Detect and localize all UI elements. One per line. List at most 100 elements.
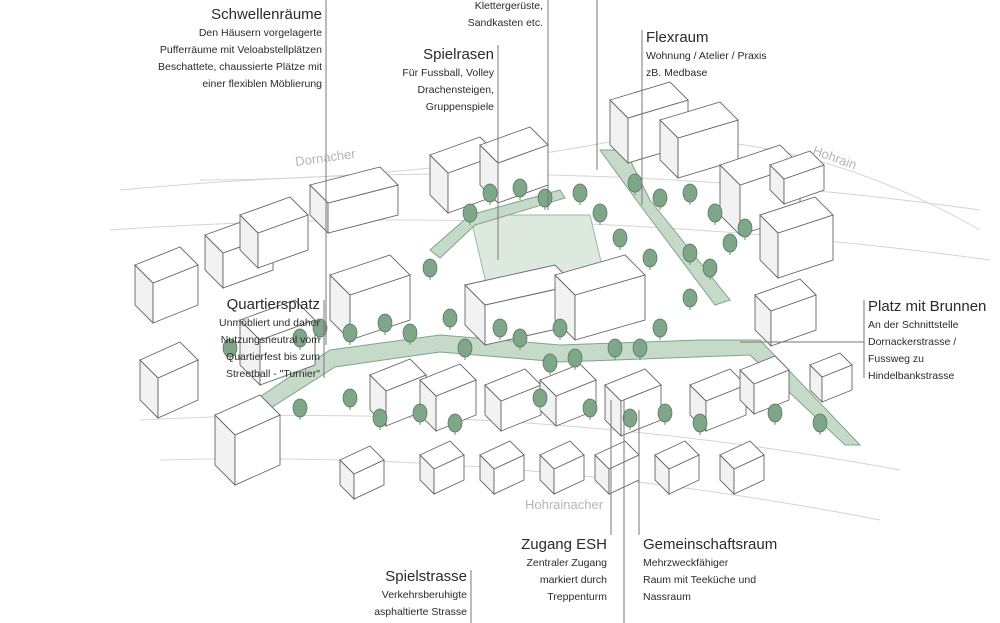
annotation-zugang-esh: Zugang ESH Zentraler Zugang markiert dur… [521, 535, 607, 606]
tree-icon [812, 413, 828, 435]
annotation-title: Platz mit Brunnen [868, 298, 987, 315]
building [134, 246, 199, 325]
building [754, 278, 817, 348]
tree-icon [292, 328, 308, 350]
tree-icon [652, 188, 668, 210]
building [214, 394, 281, 487]
annotation-line: Den Häusern vorgelagerte [198, 27, 322, 39]
annotation-flexraum: Flexraum Wohnung / Atelier / Praxis zB. … [646, 28, 767, 82]
street-label-hohrainacher: Hohrainacher [525, 497, 604, 512]
tree-icon [737, 218, 753, 240]
tree-icon [372, 408, 388, 430]
building [654, 440, 700, 496]
annotation-line: markiert durch [539, 574, 607, 586]
annotation-title: Spielstrasse [385, 568, 467, 585]
building [769, 150, 825, 206]
tree-icon [592, 203, 608, 225]
tree-icon [567, 348, 583, 370]
building [479, 440, 525, 496]
tree-icon [377, 313, 393, 335]
annotation-line: Drachensteigen, [417, 84, 494, 96]
annotation-schwellenraeume: Schwellenräume Den Häusern vorgelagerte … [158, 5, 322, 93]
tree-icon [342, 388, 358, 410]
tree-icon [447, 413, 463, 435]
tree-icon [632, 338, 648, 360]
trees [222, 173, 828, 435]
tree-icon [612, 228, 628, 250]
annotation-line: zB. Medbase [646, 67, 708, 79]
contour-line [199, 139, 621, 181]
annotation-line: Wohnung / Atelier / Praxis [646, 50, 767, 62]
tree-icon [492, 318, 508, 340]
annotation-line: einer flexiblen Möblierung [202, 78, 322, 90]
building [419, 440, 465, 496]
annotation-line: Gruppenspiele [425, 101, 494, 113]
tree-icon [422, 258, 438, 280]
tree-icon [572, 183, 588, 205]
tree-icon [682, 243, 698, 265]
building [539, 440, 585, 496]
annotation-title: Flexraum [646, 29, 709, 46]
tree-icon [552, 318, 568, 340]
building [139, 341, 199, 420]
leader-lines [323, 0, 865, 623]
tree-icon [682, 288, 698, 310]
contour-line [119, 173, 981, 211]
tree-icon [512, 178, 528, 200]
building [339, 445, 385, 501]
tree-icon [442, 308, 458, 330]
annotation-line: Unmöbliert und daher [219, 317, 320, 329]
building [759, 196, 834, 280]
annotation-line: Nassraum [643, 591, 691, 603]
annotation-line: Hindelbankstrasse [868, 370, 955, 382]
annotation-line: Zentraler Zugang [526, 557, 607, 569]
annotation-title: Spielrasen [423, 46, 494, 63]
tree-icon [607, 338, 623, 360]
building [239, 196, 309, 270]
annotation-line: Für Fussball, Volley [402, 67, 494, 79]
annotation-line: Fussweg zu [868, 353, 925, 365]
annotation-title: Quartiersplatz [226, 296, 320, 313]
building [739, 355, 790, 416]
tree-icon [707, 203, 723, 225]
building [329, 254, 411, 342]
annotation-line: Dornackerstrasse / [868, 336, 957, 348]
annotation-line: Pufferräume mit Veloabstellplätzen [159, 44, 322, 56]
annotation-title: Zugang ESH [521, 536, 607, 553]
annotation-line: Raum mit Teeküche und [643, 574, 757, 586]
tree-icon [657, 403, 673, 425]
annotation-line: Quartierfest bis zum [226, 351, 320, 363]
tree-icon [582, 398, 598, 420]
building [464, 264, 576, 347]
annotation-line: Klettergerüste, [474, 0, 543, 12]
tree-icon [482, 183, 498, 205]
tree-icon [622, 408, 638, 430]
tree-icon [642, 248, 658, 270]
tree-icon [292, 398, 308, 420]
building [719, 440, 765, 496]
tree-icon [652, 318, 668, 340]
annotation-line: Sandkasten etc. [467, 17, 543, 29]
tree-icon [512, 328, 528, 350]
tree-icon [682, 183, 698, 205]
building [484, 368, 542, 433]
tree-icon [767, 403, 783, 425]
tree-icon [722, 233, 738, 255]
annotation-line: An der Schnittstelle [868, 319, 959, 331]
annotation-quartiersplatz: Quartiersplatz Unmöbliert und daher Nutz… [219, 295, 320, 383]
building [309, 166, 399, 235]
tree-icon [462, 203, 478, 225]
tree-icon [537, 188, 553, 210]
annotation-line: Beschattete, chaussierte Plätze mit [158, 61, 322, 73]
tree-icon [402, 323, 418, 345]
tree-icon [542, 353, 558, 375]
annotation-line: Streetball - "Turnier" [225, 368, 320, 380]
tree-icon [692, 413, 708, 435]
annotation-line: Nutzungsneutral vom [220, 334, 320, 346]
building [809, 352, 853, 404]
tree-icon [412, 403, 428, 425]
tree-icon [702, 258, 718, 280]
annotation-line: Mehrzweckfähiger [643, 557, 729, 569]
